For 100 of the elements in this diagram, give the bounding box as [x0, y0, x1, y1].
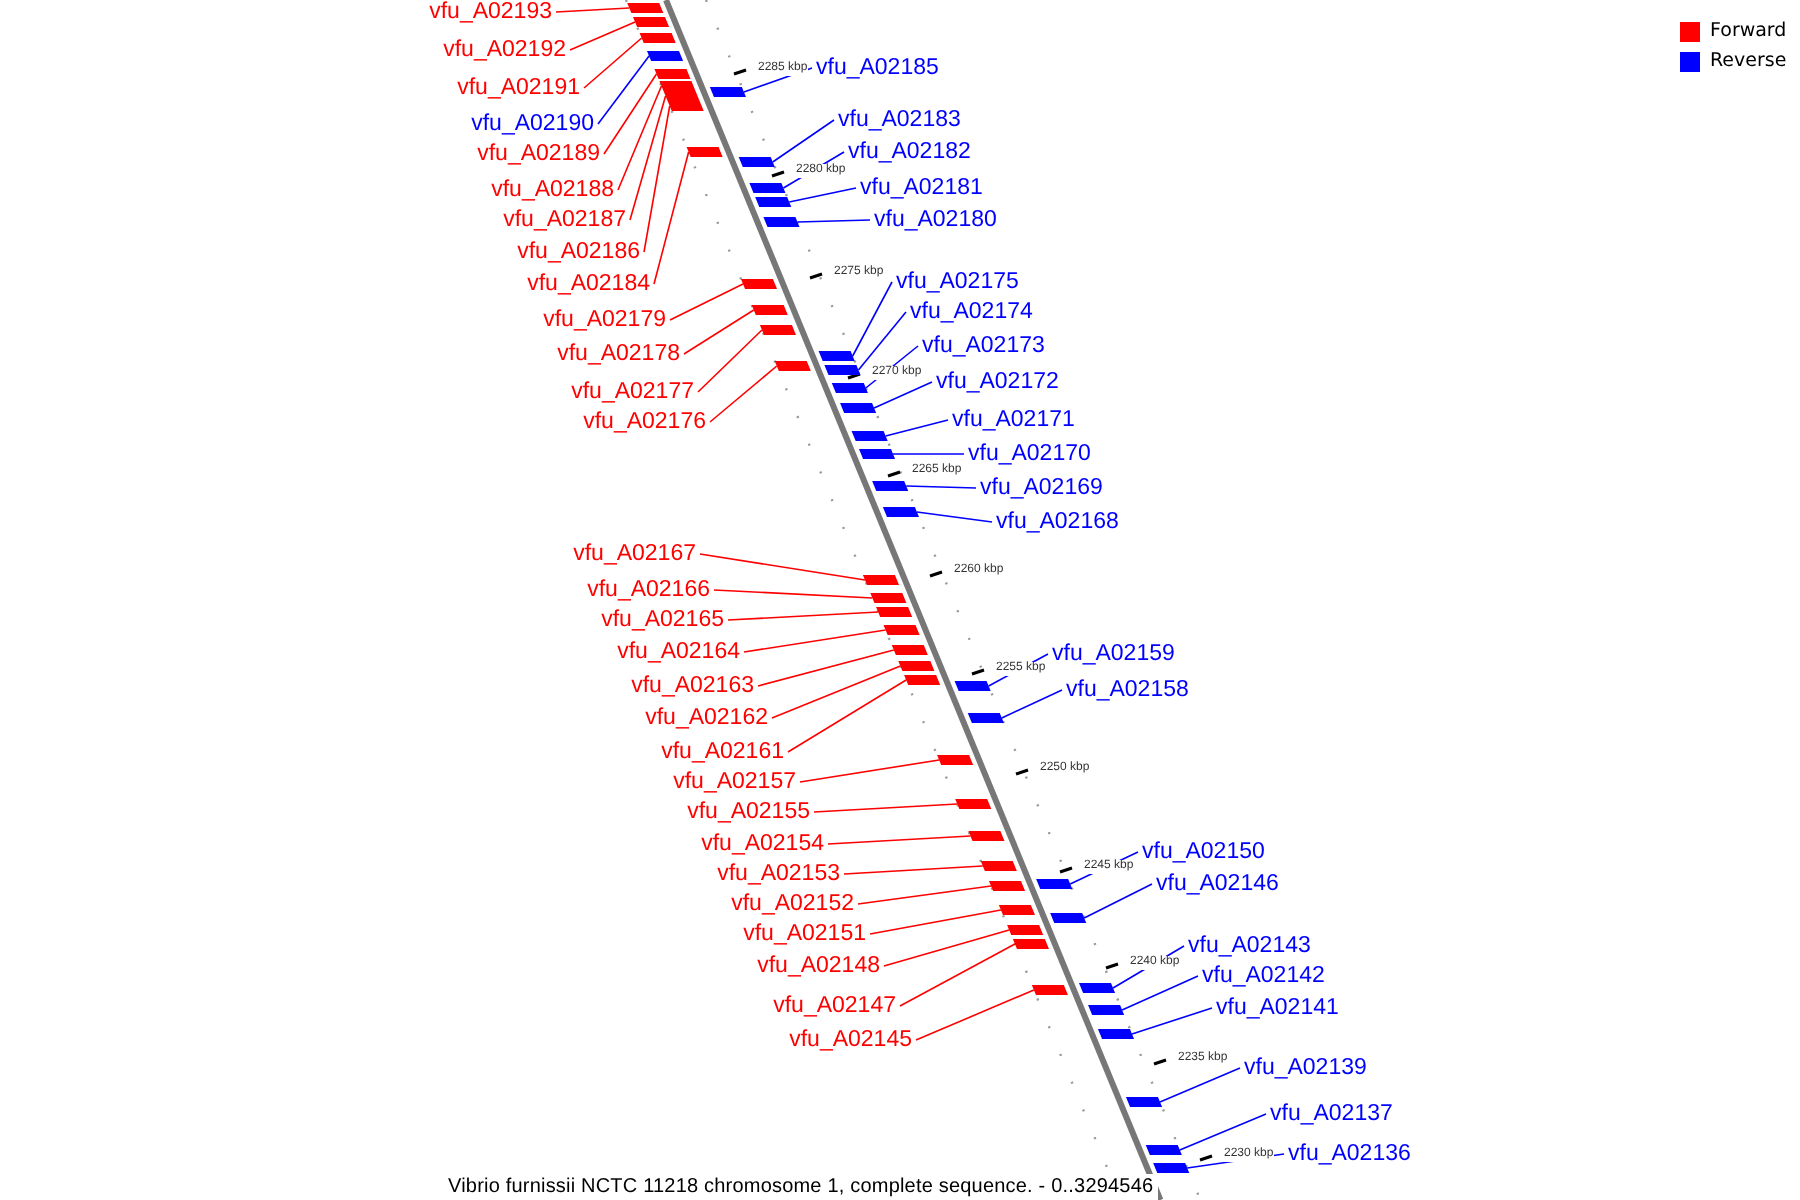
gene-label: vfu_A02145 — [789, 1026, 912, 1054]
leader-line — [597, 55, 650, 125]
gene-block — [851, 431, 888, 441]
leader-line — [653, 151, 690, 285]
gene-block — [1125, 1097, 1163, 1107]
leader-line — [892, 453, 965, 455]
gene-block — [1153, 1163, 1190, 1173]
leader-line — [643, 105, 671, 253]
gene-label: vfu_A02151 — [743, 920, 866, 948]
gene-label: vfu_A02159 — [1052, 640, 1175, 668]
leader-line — [1121, 975, 1199, 1011]
gene-block — [840, 403, 877, 413]
gene-label: vfu_A02158 — [1066, 676, 1189, 704]
leader-line — [827, 835, 972, 845]
gene-label: vfu_A02139 — [1244, 1054, 1367, 1082]
gene-label: vfu_A02184 — [527, 270, 650, 298]
legend-label: Forward — [1710, 20, 1787, 44]
gene-block — [954, 681, 991, 691]
gene-label: vfu_A02183 — [838, 106, 961, 134]
gene-label: vfu_A02182 — [848, 138, 971, 166]
gene-label: vfu_A02154 — [701, 830, 824, 858]
gene-block — [831, 383, 868, 393]
gene-block — [1050, 913, 1087, 923]
leader-line — [1083, 883, 1153, 919]
gene-label: vfu_A02177 — [571, 378, 694, 406]
gene-label: vfu_A02178 — [557, 340, 680, 368]
gene-block — [627, 3, 664, 13]
gene-block — [659, 81, 696, 91]
leader-line — [1131, 1007, 1213, 1035]
leader-line — [683, 309, 755, 355]
caption: Vibrio furnissii NCTC 11218 chromosome 1, complete sequence. - 0..3294546 — [444, 1174, 1158, 1200]
legend-label: Reverse — [1710, 50, 1787, 74]
gene-label: vfu_A02185 — [816, 54, 939, 82]
gene-block — [1097, 1029, 1135, 1039]
gene-block — [1079, 983, 1116, 993]
leader-line — [713, 589, 874, 599]
gene-block — [686, 147, 723, 157]
gene-block — [663, 91, 700, 101]
gene-label: vfu_A02171 — [952, 406, 1075, 434]
gene-label: vfu_A02152 — [731, 890, 854, 918]
gene-block — [876, 607, 913, 617]
gene-label: vfu_A02167 — [573, 540, 696, 568]
leader-line — [709, 365, 778, 423]
gene-block — [859, 449, 896, 459]
gene-block — [967, 713, 1004, 723]
gene-label: vfu_A02180 — [874, 206, 997, 234]
gene-block — [870, 593, 907, 603]
gene-block — [988, 881, 1026, 891]
gene-block — [1088, 1005, 1125, 1015]
leader-line — [857, 885, 992, 905]
leader-line — [583, 37, 643, 89]
leader-line — [629, 95, 667, 221]
leader-line — [915, 989, 1035, 1041]
leader-line — [669, 283, 744, 321]
gene-block — [898, 661, 935, 671]
gene-label: vfu_A02146 — [1156, 870, 1279, 898]
gene-label: vfu_A02141 — [1216, 994, 1339, 1022]
gene-label: vfu_A02188 — [491, 176, 614, 204]
gene-label: vfu_A02174 — [910, 298, 1033, 326]
gene-block — [882, 507, 919, 517]
gene-block — [1031, 985, 1068, 995]
gene-label: vfu_A02137 — [1270, 1100, 1393, 1128]
leader-line — [697, 329, 763, 393]
gene-label: vfu_A02150 — [1142, 838, 1265, 866]
gene-block — [904, 675, 941, 685]
gene-block — [755, 197, 792, 207]
gene-block — [740, 279, 778, 289]
gene-label: vfu_A02192 — [443, 36, 566, 64]
leader-line — [813, 803, 959, 813]
leader-line — [757, 649, 895, 687]
leader-line — [1159, 1067, 1241, 1103]
gene-block — [667, 101, 704, 111]
gene-label: vfu_A02147 — [773, 992, 896, 1020]
gene-label: vfu_A02155 — [687, 798, 810, 826]
gene-label: vfu_A02153 — [717, 860, 840, 888]
leader-line — [1001, 689, 1063, 719]
gene-block — [709, 87, 746, 97]
gene-label: vfu_A02161 — [661, 738, 784, 766]
gene-label: vfu_A02175 — [896, 268, 1019, 296]
gene-block — [647, 51, 684, 61]
gene-label: vfu_A02176 — [583, 408, 706, 436]
leader-line — [788, 187, 857, 203]
gene-label: vfu_A02157 — [673, 768, 796, 796]
gene-block — [1012, 939, 1049, 949]
leader-line — [743, 629, 887, 653]
gene-label: vfu_A02165 — [601, 606, 724, 634]
leader-line — [796, 219, 871, 223]
leader-line — [843, 865, 984, 875]
gene-block — [1036, 879, 1073, 889]
gene-block — [998, 905, 1035, 915]
gene-block — [955, 799, 992, 809]
gene-block — [891, 645, 928, 655]
leader-line — [727, 611, 879, 621]
gene-block — [633, 17, 670, 27]
gene-block — [824, 365, 861, 375]
gene-label: vfu_A02172 — [936, 368, 1059, 396]
leader-line — [603, 73, 658, 155]
leader-line — [869, 909, 1002, 935]
leader-line — [873, 381, 933, 409]
gene-label: vfu_A02162 — [645, 704, 768, 732]
